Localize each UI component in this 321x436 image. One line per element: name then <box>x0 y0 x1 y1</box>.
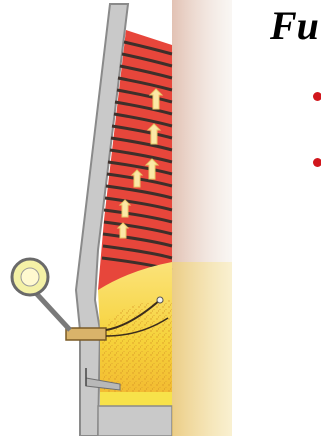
hearth-floor <box>100 392 172 406</box>
hearth-base <box>98 406 172 436</box>
slide-title: Fu <box>270 2 319 49</box>
burner-lamp-icon <box>12 259 70 330</box>
blurred-melt-half <box>172 262 232 436</box>
bullet-dot <box>313 92 321 101</box>
bullet-dot <box>313 158 321 167</box>
